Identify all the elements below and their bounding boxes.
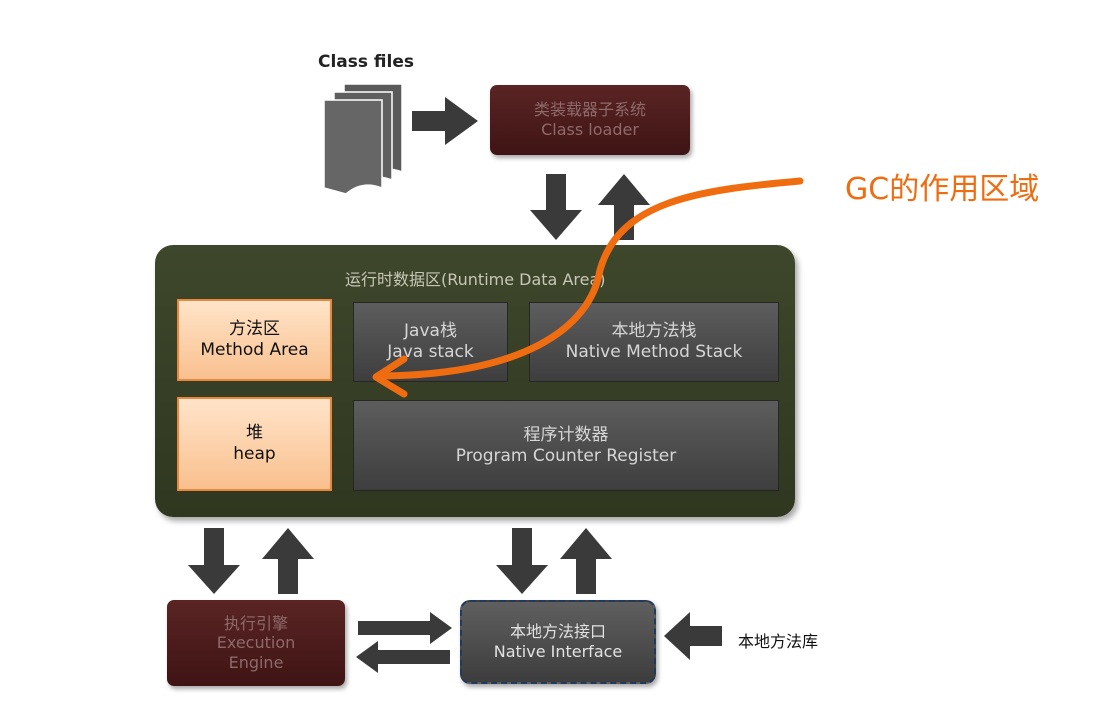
- native-method-stack-cn: 本地方法栈: [611, 321, 697, 342]
- method-area-box: 方法区 Method Area: [177, 299, 332, 381]
- class-loader-box: 类装载器子系统 Class loader: [490, 85, 690, 155]
- class-files-label: Class files: [318, 52, 415, 72]
- arrow-exec-to-native: [358, 612, 452, 644]
- execution-engine-cn: 执行引擎: [223, 613, 288, 633]
- method-area-cn: 方法区: [229, 319, 280, 340]
- pc-register-en: Program Counter Register: [455, 445, 677, 466]
- arrow-native-down: [496, 528, 548, 594]
- arrow-exec-down: [188, 528, 240, 594]
- native-interface-cn: 本地方法接口: [509, 622, 606, 642]
- native-library-label: 本地方法库: [738, 632, 819, 651]
- java-stack-en: Java stack: [387, 342, 474, 362]
- gc-scope-arrowhead: [372, 355, 408, 398]
- class-files-icon: [323, 83, 403, 195]
- arrow-loader-up: [598, 174, 650, 240]
- runtime-data-area-title: 运行时数据区(Runtime Data Area): [345, 270, 606, 289]
- class-loader-en: Class loader: [541, 120, 639, 139]
- pc-register-box: 程序计数器 Program Counter Register: [353, 400, 779, 491]
- heap-box: 堆 heap: [177, 397, 332, 491]
- java-stack-cn: Java栈: [404, 321, 457, 342]
- class-loader-cn: 类装载器子系统: [533, 100, 646, 120]
- pc-register-cn: 程序计数器: [523, 424, 609, 445]
- arrow-native-to-exec: [356, 641, 450, 673]
- arrow-exec-up: [262, 528, 314, 594]
- arrow-classfiles-to-loader: [412, 97, 478, 145]
- arrow-native-up: [560, 528, 612, 594]
- heap-en: heap: [233, 444, 276, 464]
- native-interface-box: 本地方法接口 Native Interface: [460, 600, 656, 684]
- native-interface-en: Native Interface: [493, 642, 623, 661]
- gc-scope-arrow: [376, 177, 804, 380]
- execution-engine-en-2: Engine: [228, 652, 284, 672]
- arrow-library-to-interface: [664, 612, 722, 660]
- gc-scope-label: GC的作用区域: [845, 172, 1040, 207]
- native-method-stack-box: 本地方法栈 Native Method Stack: [529, 302, 779, 382]
- native-method-stack-en: Native Method Stack: [565, 342, 743, 362]
- heap-cn: 堆: [246, 423, 263, 444]
- arrow-loader-down: [530, 174, 582, 240]
- execution-engine-box: 执行引擎 Execution Engine: [167, 600, 345, 686]
- method-area-en: Method Area: [200, 340, 309, 360]
- execution-engine-en-1: Execution: [216, 633, 296, 653]
